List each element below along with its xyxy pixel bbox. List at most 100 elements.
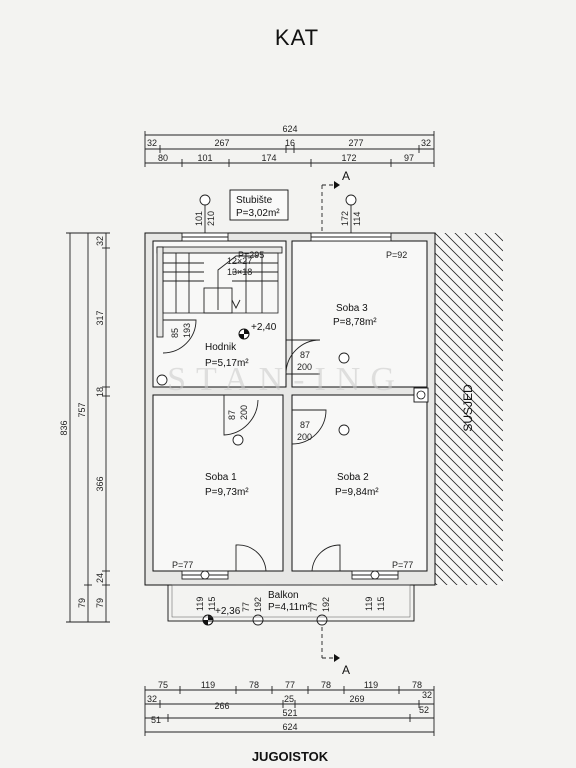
door-hod-a: 87 [300,350,310,360]
hatch-line [435,332,503,402]
orientation-label: JUGOISTOK [252,749,329,764]
hodnik-floor [152,240,287,388]
dim-bot-f: 119 [364,680,378,690]
dim-top-b: 267 [214,138,229,148]
hatch-line [494,233,503,242]
dim-bot-n: 521 [282,708,297,718]
door-stair-a: 85 [170,328,180,338]
dim-bot-e: 78 [321,680,331,690]
hatch-line [435,362,503,432]
dim-top-g: 101 [197,153,212,163]
door-s1-a: 87 [227,410,237,420]
dim-bot-d: 77 [285,680,295,690]
hatch-line [435,412,503,482]
dim-left-total: 836 [59,420,69,435]
dim-left-f: 366 [95,476,105,491]
dim-top-c: 16 [285,138,295,148]
hodnik-area: P=5,17m² [205,358,249,369]
hatch-line [435,302,503,372]
dim-bot-o: 52 [419,705,429,715]
hatch-line [435,442,503,512]
hatch-line [454,233,503,282]
hatch-line [435,422,503,492]
neighbor-area: SUSJED [434,153,503,701]
level-balcony: +2,36 [215,606,241,617]
hatch-line [435,482,503,552]
door-soba2 [291,409,350,445]
hatch-line [435,462,503,532]
section-marker-bottom [321,620,336,659]
dim-left-e: 18 [95,387,105,397]
hatch-line [435,163,503,231]
door-hodnik-soba3 [285,339,350,375]
balkon-name: Balkon [268,590,299,601]
dim-top-f: 80 [158,153,168,163]
hatch-line [435,613,503,681]
dim-left-d: 317 [95,310,105,325]
hatch-line [435,452,503,522]
stair-label-box: Stubište P=3,02m² [229,189,289,221]
dim-bot-total: 624 [282,722,297,732]
hatch-line [435,633,503,701]
dim-top-a: 32 [147,138,157,148]
dim-bot-m: 51 [151,715,161,725]
soba2-area: P=9,84m² [335,487,379,498]
door-s1-b: 200 [239,405,249,420]
soba2-floor [291,394,428,572]
hatch-line [435,252,503,322]
hatch-line [435,402,503,472]
hatch-line [435,502,503,572]
balkon-area: P=4,11m² [268,602,312,613]
section-marker-top [321,184,336,233]
section-a-top: A [342,169,350,183]
hatch-line [435,572,448,585]
soba2-name: Soba 2 [337,472,369,483]
dim-bot-a: 75 [158,680,168,690]
win-stair-b: 210 [206,211,216,226]
watermark: STAN-ING [167,361,405,398]
hatch-line [435,582,438,585]
soba1-area: P=9,73m² [205,487,249,498]
hatch-line [435,382,503,452]
hatch-line [435,522,498,585]
hatch-line [435,372,503,442]
parapet-soba3: P=92 [386,250,407,260]
hatch-line [444,233,503,292]
dim-bot-b: 119 [201,680,215,690]
dim-bot-j: 25 [284,694,294,704]
window-stair [181,194,229,242]
hatch-line [435,432,503,502]
hatch-line [435,472,503,542]
dim-bot-l: 32 [422,690,432,700]
section-a-bottom: A [342,663,350,677]
hatch-line [435,562,458,585]
stair-parapet: P=295 [238,250,264,260]
hatch-line [435,593,503,661]
hatch-line [435,153,503,221]
left-dimensions: 836 757 79 32 317 18 366 24 79 [59,232,110,623]
hatch-line [464,233,503,272]
shaft-box [413,387,429,403]
hatch-line [484,233,503,252]
door-s2-a: 87 [300,420,310,430]
hatch-line [435,242,503,312]
hatch-line [435,292,503,362]
dim-left-c: 32 [95,236,105,246]
building-walls [144,232,436,586]
door-stair-b: 193 [182,323,192,338]
staircase [162,252,279,314]
win-b1-b: 115 [207,597,217,611]
door-soba1 [223,395,259,446]
soba3-name: Soba 3 [336,303,368,314]
stair-area: P=3,02m² [236,208,280,219]
stair-rise: 13×18 [227,267,252,277]
soba3-area: P=8,78m² [333,317,377,328]
hatch-line [435,532,488,585]
door-stair-wall [156,319,197,386]
dim-bot-k: 269 [349,694,364,704]
dim-top-d: 277 [348,138,363,148]
hatch-line [435,552,468,585]
hatch-line [435,623,503,691]
stair-steps: 12×27 [227,256,252,266]
bottom-dimensions: 75 119 78 77 78 119 78 32 266 25 269 32 … [144,680,435,736]
